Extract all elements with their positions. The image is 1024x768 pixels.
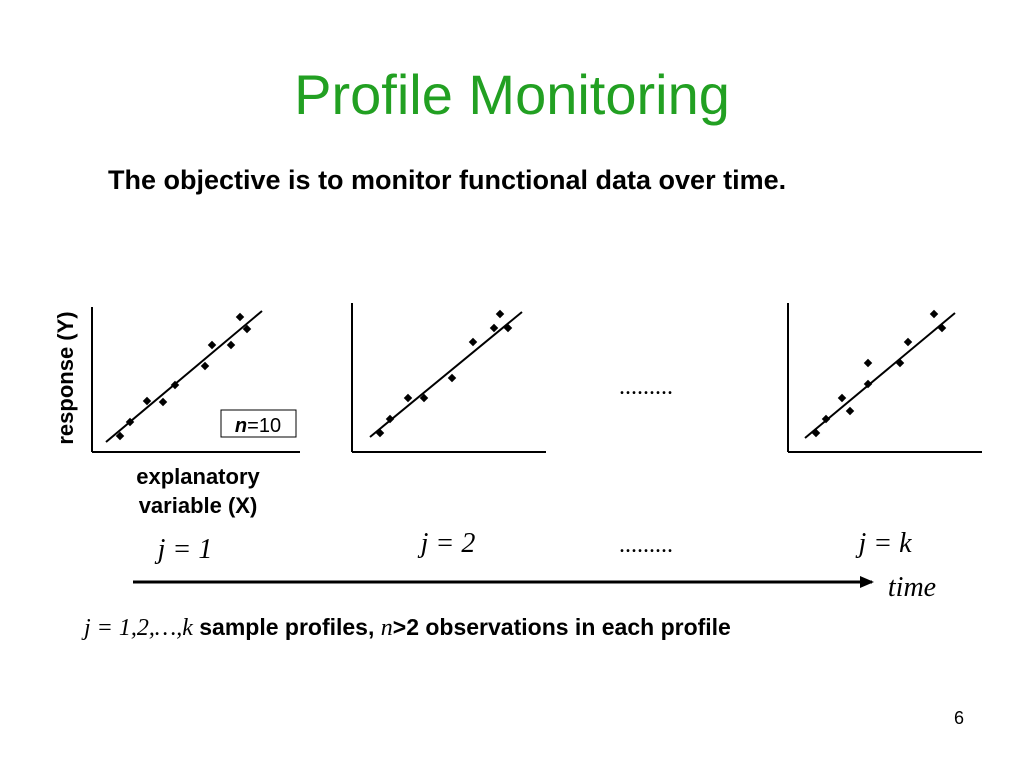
x-axis-label-line2: variable (X) [139,493,258,518]
page-number: 6 [953,708,964,728]
ellipsis-top: ......... [619,374,673,400]
profile-label-2: j = 2 [418,528,476,559]
slide-title: Profile Monitoring [294,63,730,126]
footer-text-1: sample profiles, [192,614,381,640]
time-label: time [888,572,936,603]
profile-plot-k [787,303,982,453]
ellipsis-bottom: ......... [619,532,673,558]
footer-n: n [380,615,393,641]
profile-plot-2 [351,303,546,453]
y-axis-label: response (Y) [53,311,78,444]
n-label: n=10 [235,415,281,437]
fit-line-k [804,312,956,439]
data-points-k [811,309,947,438]
footer-text: j = 1,2,…,k sample profiles, n>2 observa… [84,614,731,642]
profile-label-k: j = k [855,528,912,559]
data-points-1 [115,312,252,441]
n-label-box [220,409,297,438]
profile-plot-1: n=10 response (Y) explanatory variable (… [53,307,300,518]
data-points-2 [375,309,513,438]
slide-subtitle: The objective is to monitor functional d… [108,165,787,195]
x-axis-label-line1: explanatory [136,464,260,489]
fit-line-2 [369,311,523,438]
footer-j-range: j = 1,2,…,k [84,615,193,641]
profile-label-1: j = 1 [155,534,213,565]
footer-text-2: >2 observations in each profile [392,614,731,640]
